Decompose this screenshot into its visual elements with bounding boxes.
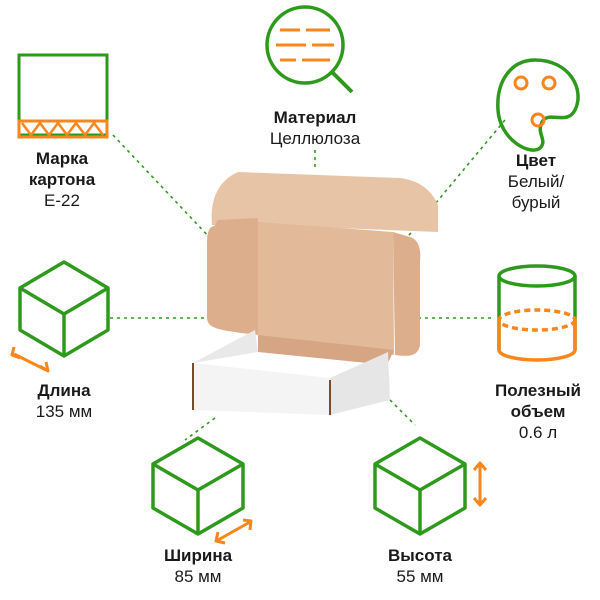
spec-width-title: Ширина xyxy=(163,546,233,565)
spec-volume-title-2: объем xyxy=(510,402,566,421)
connector-width xyxy=(184,417,216,441)
spec-material: Материал Целлюлоза xyxy=(270,107,360,149)
magnifier-icon xyxy=(265,5,354,94)
cube-length-icon xyxy=(10,260,110,373)
connector-lines xyxy=(110,119,506,441)
spec-volume: Полезный объем 0.6 л xyxy=(495,380,581,443)
spec-height: Высота 55 мм xyxy=(388,545,452,587)
spec-height-value: 55 мм xyxy=(396,567,444,586)
spec-grade: Марка картона Е-22 xyxy=(29,148,95,211)
cylinder-volume-icon xyxy=(497,264,577,362)
spec-width-value: 85 мм xyxy=(174,567,222,586)
spec-material-value: Целлюлоза xyxy=(269,129,361,148)
corrugated-cardboard-icon xyxy=(17,53,109,139)
spec-color-value-2: бурый xyxy=(511,193,561,212)
spec-material-title: Материал xyxy=(273,108,357,127)
cube-width-icon xyxy=(151,436,253,545)
spec-grade-title-2: картона xyxy=(28,170,96,189)
connector-height xyxy=(389,399,416,426)
spec-color: Цвет Белый/ бурый xyxy=(508,150,564,213)
spec-color-title: Цвет xyxy=(515,151,557,170)
spec-grade-title-1: Марка xyxy=(35,149,89,168)
spec-volume-value: 0.6 л xyxy=(518,423,558,442)
spec-volume-title-1: Полезный xyxy=(495,381,581,400)
spec-length-value: 135 мм xyxy=(35,402,93,421)
spec-length: Длина 135 мм xyxy=(36,380,92,422)
spec-width: Ширина 85 мм xyxy=(164,545,232,587)
spec-color-value-1: Белый/ xyxy=(507,172,565,191)
connector-color xyxy=(404,119,506,241)
palette-icon xyxy=(496,58,580,152)
spec-height-title: Высота xyxy=(388,546,452,565)
product-box-image xyxy=(192,172,438,415)
connector-grade xyxy=(112,134,213,241)
cube-height-icon xyxy=(373,436,488,536)
spec-length-title: Длина xyxy=(37,381,91,400)
spec-grade-value: Е-22 xyxy=(44,191,80,210)
